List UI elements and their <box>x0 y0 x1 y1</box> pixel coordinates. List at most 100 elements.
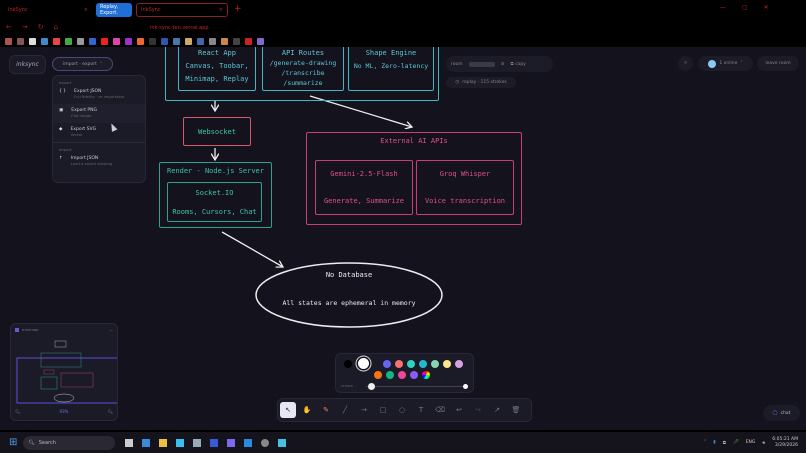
window-controls[interactable]: — ▢ ✕ <box>720 4 769 11</box>
minimap-title: minimap <box>22 327 39 332</box>
stroke-slider[interactable] <box>366 386 466 387</box>
stroke-slider-thumb[interactable] <box>368 383 375 390</box>
hand-tool[interactable]: ✋ <box>302 406 312 414</box>
button-label: import · export <box>63 61 97 67</box>
phone-link-icon[interactable] <box>278 438 287 447</box>
color-swatch[interactable] <box>395 359 403 368</box>
color-swatch[interactable] <box>398 371 406 379</box>
arrow-tool[interactable]: → <box>361 406 367 414</box>
tray-chevron-icon[interactable]: ˄ <box>704 440 707 445</box>
language-indicator[interactable]: ENG <box>745 440 756 445</box>
database-title: No Database <box>325 271 373 279</box>
search-icon: 🔍︎ <box>28 439 35 446</box>
tab-group[interactable]: Replay, Export. <box>96 3 132 17</box>
room-label: room <box>451 61 463 67</box>
color-swatch[interactable] <box>443 359 451 368</box>
leave-room-button[interactable]: leave room <box>757 56 799 71</box>
rectangle-tool[interactable]: □ <box>379 406 387 414</box>
color-swatch[interactable] <box>374 371 382 379</box>
color-swatch[interactable] <box>383 359 391 368</box>
tab-label: InkSync <box>8 7 28 13</box>
app-icon[interactable] <box>142 438 151 447</box>
forward-icon[interactable]: → <box>21 23 28 31</box>
terminal-icon[interactable] <box>210 438 219 447</box>
teams-icon[interactable] <box>227 438 236 447</box>
settings-icon[interactable] <box>193 438 202 447</box>
line-tool[interactable]: ╱ <box>342 406 348 414</box>
file-explorer-icon[interactable] <box>159 438 168 447</box>
browser-icon[interactable] <box>176 438 185 447</box>
color-swatch[interactable] <box>431 359 439 368</box>
close-icon[interactable]: × <box>218 7 223 13</box>
maximize-icon[interactable]: ▢ <box>742 4 748 11</box>
ellipse-tool[interactable]: ○ <box>398 406 406 414</box>
minimize-icon[interactable]: — <box>720 4 726 11</box>
vscode-icon[interactable] <box>244 438 253 447</box>
taskbar-search[interactable]: 🔍︎Search <box>23 435 116 450</box>
redo-button[interactable]: ↪ <box>475 406 481 414</box>
theme-toggle[interactable]: ☼ <box>678 56 693 71</box>
item-sub: Load a saved drawing <box>70 161 113 166</box>
select-tool[interactable]: ↖ <box>280 402 296 418</box>
import-export-button[interactable]: import · export˄ <box>52 57 113 71</box>
pen-tool[interactable]: ✎ <box>323 406 329 414</box>
task-view-icon[interactable] <box>125 438 134 447</box>
minimap-preview <box>16 340 117 404</box>
chrome-icon[interactable] <box>261 438 270 447</box>
delete-button[interactable]: 🗑︎ <box>511 406 521 414</box>
arrow <box>309 95 412 127</box>
replay-button[interactable]: ◷replay · 115 strokes <box>446 77 516 88</box>
color-swatch[interactable] <box>455 359 463 368</box>
eraser-tool[interactable]: ⌫ <box>435 406 445 414</box>
close-icon[interactable]: × <box>83 7 88 13</box>
bluetooth-icon[interactable]: ▮ <box>713 440 716 445</box>
minimap[interactable]: minimap— 🔍︎93%🔍︎ <box>10 323 118 421</box>
reload-icon[interactable]: ↻ <box>37 23 44 31</box>
back-icon[interactable]: ← <box>6 23 12 31</box>
color-swatch[interactable] <box>410 371 418 379</box>
time: 6:05:21 AM <box>772 436 798 442</box>
zoom-out-icon[interactable]: 🔍︎ <box>15 409 21 414</box>
color-swatch[interactable] <box>344 359 352 368</box>
address-bar: ← → ↻ ⌂ ink-sync-ten.vercel.app <box>0 21 806 35</box>
tab-active[interactable]: InkSync× <box>136 3 228 17</box>
tab[interactable]: InkSync × <box>4 3 92 17</box>
chat-button[interactable]: ◯chat <box>763 405 800 421</box>
mic-icon[interactable]: 🎤︎ <box>732 440 739 445</box>
url-field[interactable]: ink-sync-ten.vercel.app <box>150 25 209 31</box>
online-users-button[interactable]: 1 online˅ <box>698 56 753 71</box>
network-icon[interactable]: ⧉ <box>722 440 726 446</box>
new-tab-button[interactable]: + <box>234 4 242 14</box>
item-sub: Vector <box>70 132 83 137</box>
undo-button[interactable]: ↩ <box>456 406 462 414</box>
color-swatch[interactable] <box>419 359 427 368</box>
home-icon[interactable]: ⌂ <box>53 23 59 31</box>
close-icon[interactable]: ✕ <box>763 4 769 11</box>
api-routes-box: API Routes/generate-drawing/transcribe/s… <box>262 47 344 91</box>
collapse-icon[interactable]: — <box>109 327 113 332</box>
logo: inksync <box>9 55 46 74</box>
zoom-in-icon[interactable]: 🔍︎ <box>107 409 113 414</box>
windows-start-icon[interactable]: ⊞ <box>9 437 18 448</box>
diagram-arrows <box>0 95 443 328</box>
custom-color-picker[interactable] <box>422 371 430 379</box>
color-swatch[interactable] <box>407 359 415 368</box>
color-swatch[interactable] <box>386 371 394 379</box>
box-text: No ML, Zero-latency <box>353 62 429 70</box>
copy-button[interactable]: ⧉ copy <box>510 62 526 67</box>
color-swatch[interactable] <box>358 358 369 369</box>
hide-icon[interactable]: ⊘ <box>500 61 505 67</box>
box-text: /summarize <box>283 79 323 87</box>
text-tool[interactable]: T <box>418 406 424 414</box>
item-title: Export SVG <box>70 127 97 132</box>
ai-wand-button[interactable]: ↗ <box>494 406 500 414</box>
volume-icon[interactable]: 🔊︎ <box>762 440 766 446</box>
